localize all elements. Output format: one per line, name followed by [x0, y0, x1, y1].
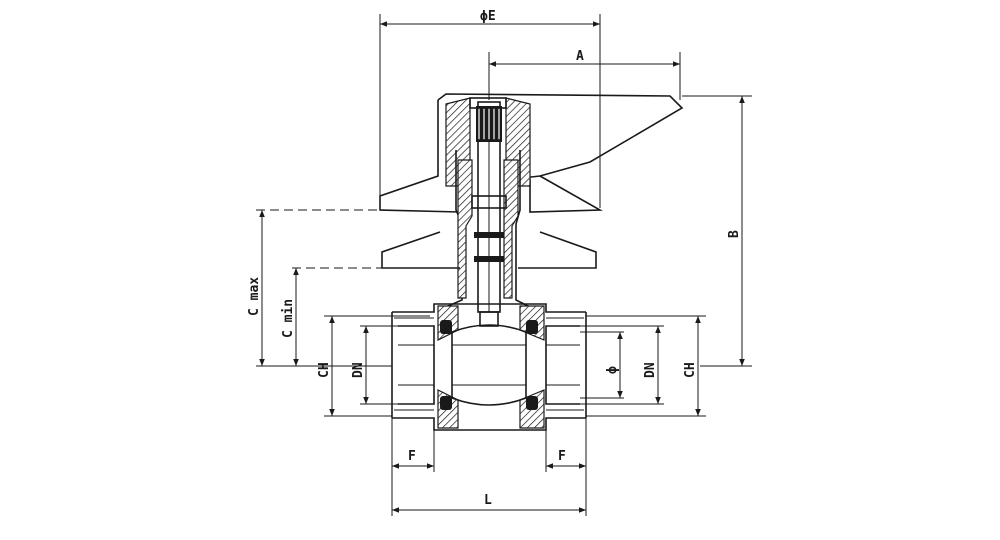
label-c-min: C min — [281, 299, 296, 338]
dimension-c-max: C max — [247, 209, 392, 367]
dimension-l: L — [392, 493, 586, 513]
lever-handle — [379, 93, 684, 213]
label-phi-e: ϕE — [480, 9, 496, 24]
dimension-f-right: F — [545, 418, 587, 516]
dimension-ch-left: CH — [317, 315, 430, 417]
dimension-f-left: F — [391, 418, 435, 516]
label-phi: ϕ — [605, 366, 620, 374]
label-c-max: C max — [247, 277, 262, 316]
dimension-phi: ϕ — [580, 331, 624, 399]
label-a: A — [576, 49, 584, 64]
label-f-left: F — [408, 449, 416, 464]
label-ch-right: CH — [683, 362, 698, 378]
label-f-right: F — [558, 449, 566, 464]
stem-neck — [447, 139, 529, 313]
label-dn-right: DN — [643, 362, 658, 378]
label-dn-left: DN — [351, 362, 366, 378]
dimension-b: B — [682, 95, 752, 367]
dimension-ch-right: CH — [586, 315, 706, 417]
label-b: B — [727, 230, 742, 238]
dimension-phi-e: ϕE — [379, 9, 601, 208]
valve-body — [391, 303, 587, 431]
knurl-lines — [478, 108, 500, 140]
lower-handle-position — [381, 231, 597, 269]
dimension-a: A — [488, 49, 681, 100]
label-l: L — [484, 493, 492, 508]
dimension-c-min: C min — [281, 267, 382, 366]
label-ch-left: CH — [317, 362, 332, 378]
dimension-dn-left: DN — [351, 325, 398, 405]
dimension-dn-right: DN — [580, 325, 664, 405]
